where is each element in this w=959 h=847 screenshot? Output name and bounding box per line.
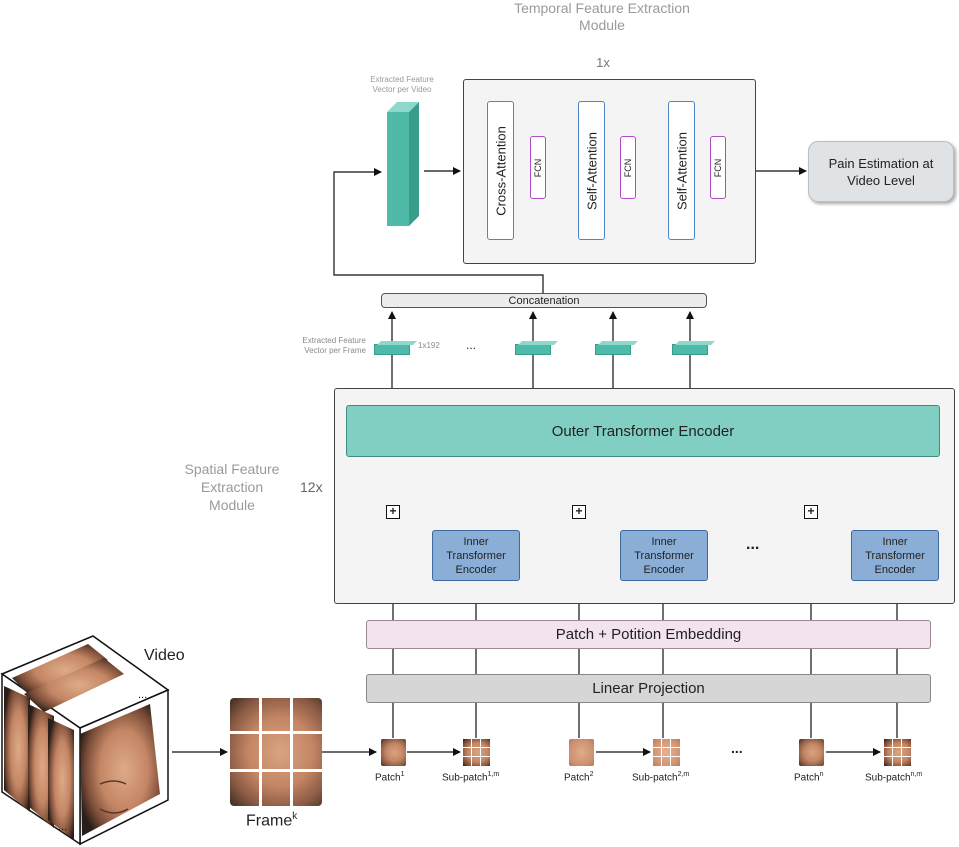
frame-vector-dim: 1x192 bbox=[418, 341, 440, 350]
inner-label-line1: Inner bbox=[651, 535, 677, 548]
subpatch-sup: 1,m bbox=[487, 771, 500, 778]
patch-label-1: Patch1 bbox=[375, 771, 404, 783]
inner-label-line2: Transformer bbox=[634, 549, 694, 562]
fcn-label-2: FCN bbox=[623, 158, 633, 177]
frame-vector-label-line2: Vector per Frame bbox=[304, 346, 366, 355]
frame-feature-vector-icon bbox=[672, 344, 708, 355]
patch-sup: 2 bbox=[589, 771, 594, 778]
fcn-label-1: FCN bbox=[533, 158, 543, 177]
spatial-title-line1: Spatial Feature bbox=[184, 461, 280, 477]
patch-position-embedding: Patch + Potition Embedding bbox=[366, 620, 931, 649]
add-node-2: + bbox=[572, 505, 586, 519]
self-attention-block-2: Self-Attention bbox=[668, 101, 695, 240]
spatial-module-title: Spatial Feature Extraction Module bbox=[168, 460, 296, 514]
frame-feature-vector-icon bbox=[515, 344, 551, 355]
fcn-label-3: FCN bbox=[713, 158, 723, 177]
patch-sup: n bbox=[819, 771, 824, 778]
fcn-block-2: FCN bbox=[620, 136, 636, 199]
subpatch-image-2 bbox=[653, 739, 680, 766]
patch-image-2 bbox=[569, 739, 594, 766]
patch-text: Patch bbox=[564, 772, 590, 784]
patch-text: Patch bbox=[794, 772, 820, 784]
spatial-repeat-label: 12x bbox=[300, 479, 323, 495]
svg-text:...: ... bbox=[138, 689, 147, 701]
svg-text:...: ... bbox=[58, 821, 67, 833]
pain-estimation-output: Pain Estimation at Video Level bbox=[808, 141, 954, 202]
video-vector-label: Extracted Feature Vector per Video bbox=[352, 75, 452, 95]
inner-label-line2: Transformer bbox=[446, 549, 506, 562]
inner-label-line1: Inner bbox=[882, 535, 908, 548]
patch-text: Patch bbox=[375, 772, 401, 784]
video-label: Video bbox=[144, 647, 185, 664]
frame-label-text: Frame bbox=[246, 812, 293, 830]
frame-label-sup: k bbox=[292, 811, 298, 822]
patch-label-2: Patch2 bbox=[564, 771, 593, 783]
concatenation-bar: Concatenation bbox=[381, 293, 707, 308]
add-node-n: + bbox=[804, 505, 818, 519]
subpatch-text: Sub-patch bbox=[632, 772, 678, 784]
linear-projection: Linear Projection bbox=[366, 674, 931, 703]
subpatch-label-2: Sub-patch2,m bbox=[632, 771, 689, 783]
inner-label-line3: Encoder bbox=[643, 563, 685, 576]
inner-label-line1: Inner bbox=[463, 535, 489, 548]
frame-feature-vector-icon bbox=[595, 344, 631, 355]
frame-feature-vector-icon bbox=[374, 344, 410, 355]
video-vector-label-line1: Extracted Feature bbox=[370, 75, 434, 84]
subpatch-text: Sub-patch bbox=[442, 772, 488, 784]
inner-label-line3: Encoder bbox=[455, 563, 497, 576]
cross-attention-block: Cross-Attention bbox=[487, 101, 514, 240]
self-attention-label-1: Self-Attention bbox=[584, 131, 599, 210]
frame-features-ellipsis: ... bbox=[466, 338, 477, 352]
temporal-title-line1: Temporal Feature Extraction bbox=[514, 0, 690, 16]
frame-vector-label-line1: Extracted Feature bbox=[302, 336, 366, 345]
cross-attention-label: Cross-Attention bbox=[493, 125, 508, 216]
self-attention-block-1: Self-Attention bbox=[578, 101, 605, 240]
spatial-ellipsis: ... bbox=[746, 536, 760, 553]
temporal-repeat-label: 1x bbox=[596, 55, 610, 70]
patch-sup: 1 bbox=[400, 771, 405, 778]
frame-vector-label: Extracted Feature Vector per Frame bbox=[255, 336, 366, 356]
outer-transformer-encoder: Outer Transformer Encoder bbox=[346, 405, 940, 457]
subpatch-image-1 bbox=[463, 739, 490, 766]
subpatch-text: Sub-patch bbox=[865, 772, 911, 784]
self-attention-label-2: Self-Attention bbox=[674, 131, 689, 210]
video-frames-stack-image: ... ... bbox=[0, 635, 170, 846]
patch-image-1 bbox=[381, 739, 406, 766]
video-vector-label-line2: Vector per Video bbox=[372, 85, 432, 94]
frame-image bbox=[230, 698, 322, 806]
patch-label-n: Patchn bbox=[794, 771, 823, 783]
frame-label: Framek bbox=[246, 811, 297, 830]
subpatch-label-1: Sub-patch1,m bbox=[442, 771, 499, 783]
arrow-concat-to-vector bbox=[333, 168, 544, 293]
inner-label-line3: Encoder bbox=[874, 563, 916, 576]
subpatch-sup: n,m bbox=[910, 771, 923, 778]
temporal-title-line2: Module bbox=[579, 17, 625, 33]
video-feature-vector-icon bbox=[387, 102, 419, 226]
fcn-block-1: FCN bbox=[530, 136, 546, 199]
temporal-module-title: Temporal Feature Extraction Module bbox=[470, 0, 734, 34]
patches-ellipsis: ... bbox=[731, 740, 743, 756]
patch-image-n bbox=[799, 739, 824, 766]
spatial-title-line2: Extraction bbox=[200, 479, 264, 495]
inner-label-line2: Transformer bbox=[865, 549, 925, 562]
subpatch-image-n bbox=[884, 739, 911, 766]
subpatch-sup: 2,m bbox=[677, 771, 690, 778]
add-node-1: + bbox=[386, 505, 400, 519]
spatial-title-line3: Module bbox=[209, 497, 255, 513]
fcn-block-3: FCN bbox=[710, 136, 726, 199]
subpatch-label-n: Sub-patchn,m bbox=[865, 771, 922, 783]
